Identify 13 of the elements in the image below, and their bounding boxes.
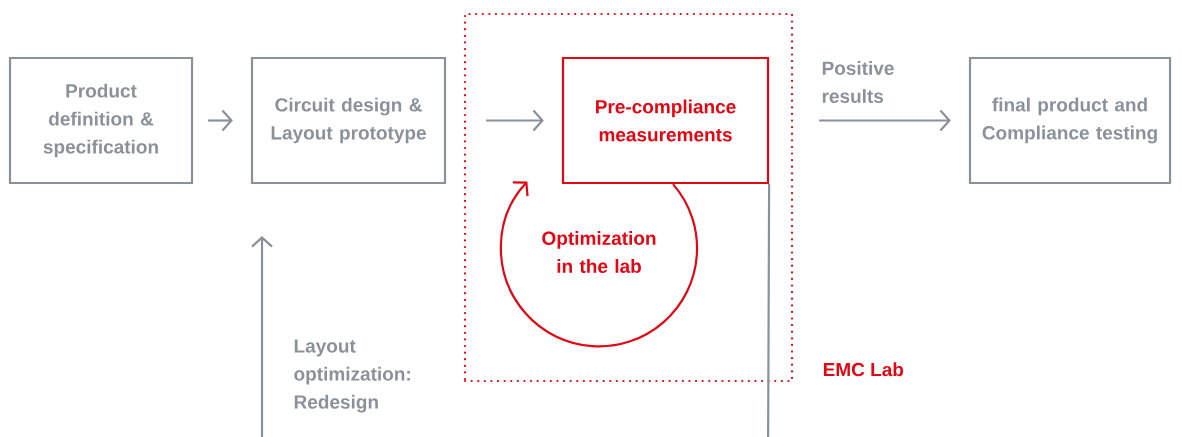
process-box: final product and Compliance testing (968, 56, 1172, 185)
edge-label: Positive results (822, 61, 894, 103)
edge-label: Layout optimization: Redesign (294, 339, 410, 413)
arrow (251, 184, 771, 437)
measurement-box: Pre-compliance measurements (561, 56, 770, 185)
edge-label: Optimization in the lab (542, 231, 656, 273)
arrow (486, 109, 544, 132)
arrow (499, 181, 698, 348)
region-label: EMC Lab (823, 362, 904, 377)
arrow (819, 109, 951, 132)
arrow (208, 109, 233, 132)
process-box: Product definition & specification (8, 56, 194, 185)
process-box: Circuit design & Layout prototype (250, 56, 447, 185)
